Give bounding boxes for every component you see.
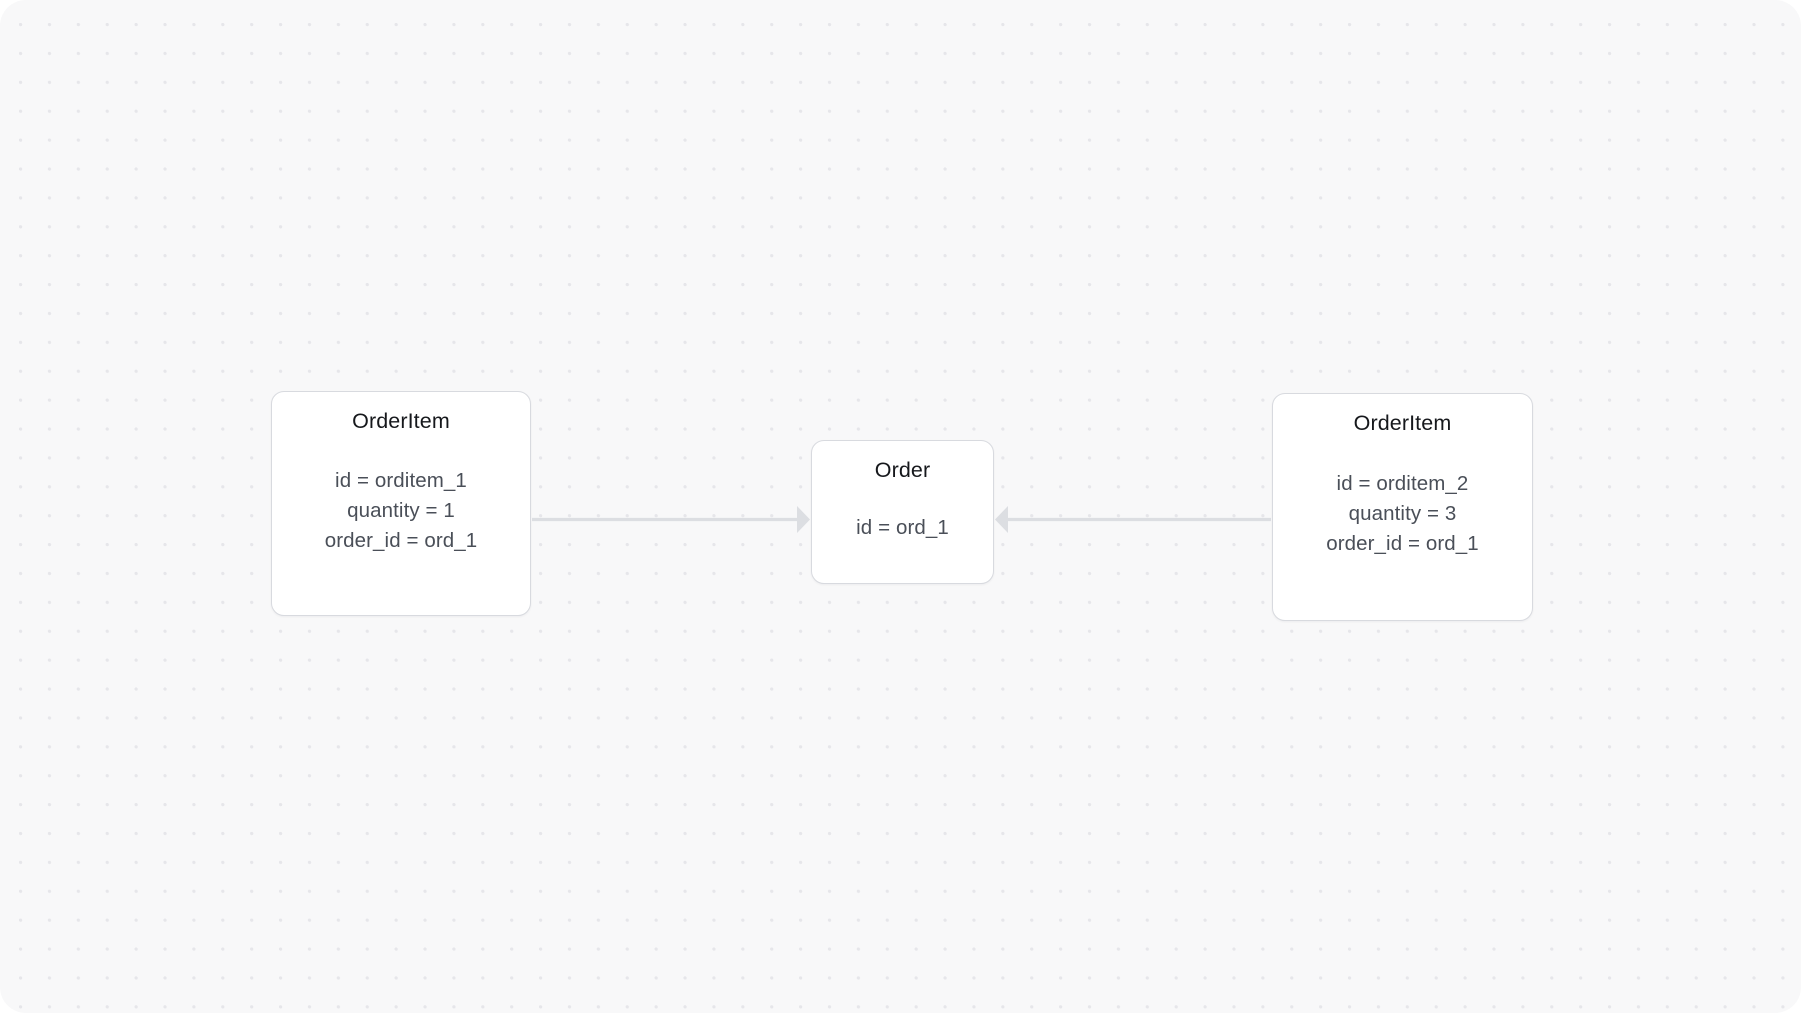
node-attributes: id = orditem_2 quantity = 3 order_id = o… <box>1326 469 1479 559</box>
arrowhead-left-icon <box>995 506 1008 533</box>
node-orderitem-1[interactable]: OrderItem id = orditem_1 quantity = 1 or… <box>271 391 531 616</box>
node-title: OrderItem <box>1353 411 1452 435</box>
node-attribute-id: id = orditem_2 <box>1336 472 1469 495</box>
node-attributes: id = ord_1 <box>856 513 949 543</box>
node-attribute-order-id: order_id = ord_1 <box>324 529 478 552</box>
node-attribute-id: id = orditem_1 <box>335 469 467 492</box>
arrowhead-right-icon <box>797 506 810 533</box>
node-attribute-id: id = ord_1 <box>856 516 949 539</box>
node-orderitem-2[interactable]: OrderItem id = orditem_2 quantity = 3 or… <box>1272 393 1533 621</box>
node-attribute-quantity: quantity = 3 <box>1348 502 1457 525</box>
node-title: Order <box>874 458 931 482</box>
node-title: OrderItem <box>352 409 450 433</box>
edge-orderitem2-order[interactable] <box>995 506 1271 533</box>
edge-orderitem1-order[interactable] <box>532 506 810 533</box>
node-attributes: id = orditem_1 quantity = 1 order_id = o… <box>325 466 478 556</box>
node-attribute-quantity: quantity = 1 <box>347 499 455 522</box>
node-order[interactable]: Order id = ord_1 <box>811 440 994 584</box>
node-attribute-order-id: order_id = ord_1 <box>1326 532 1479 555</box>
